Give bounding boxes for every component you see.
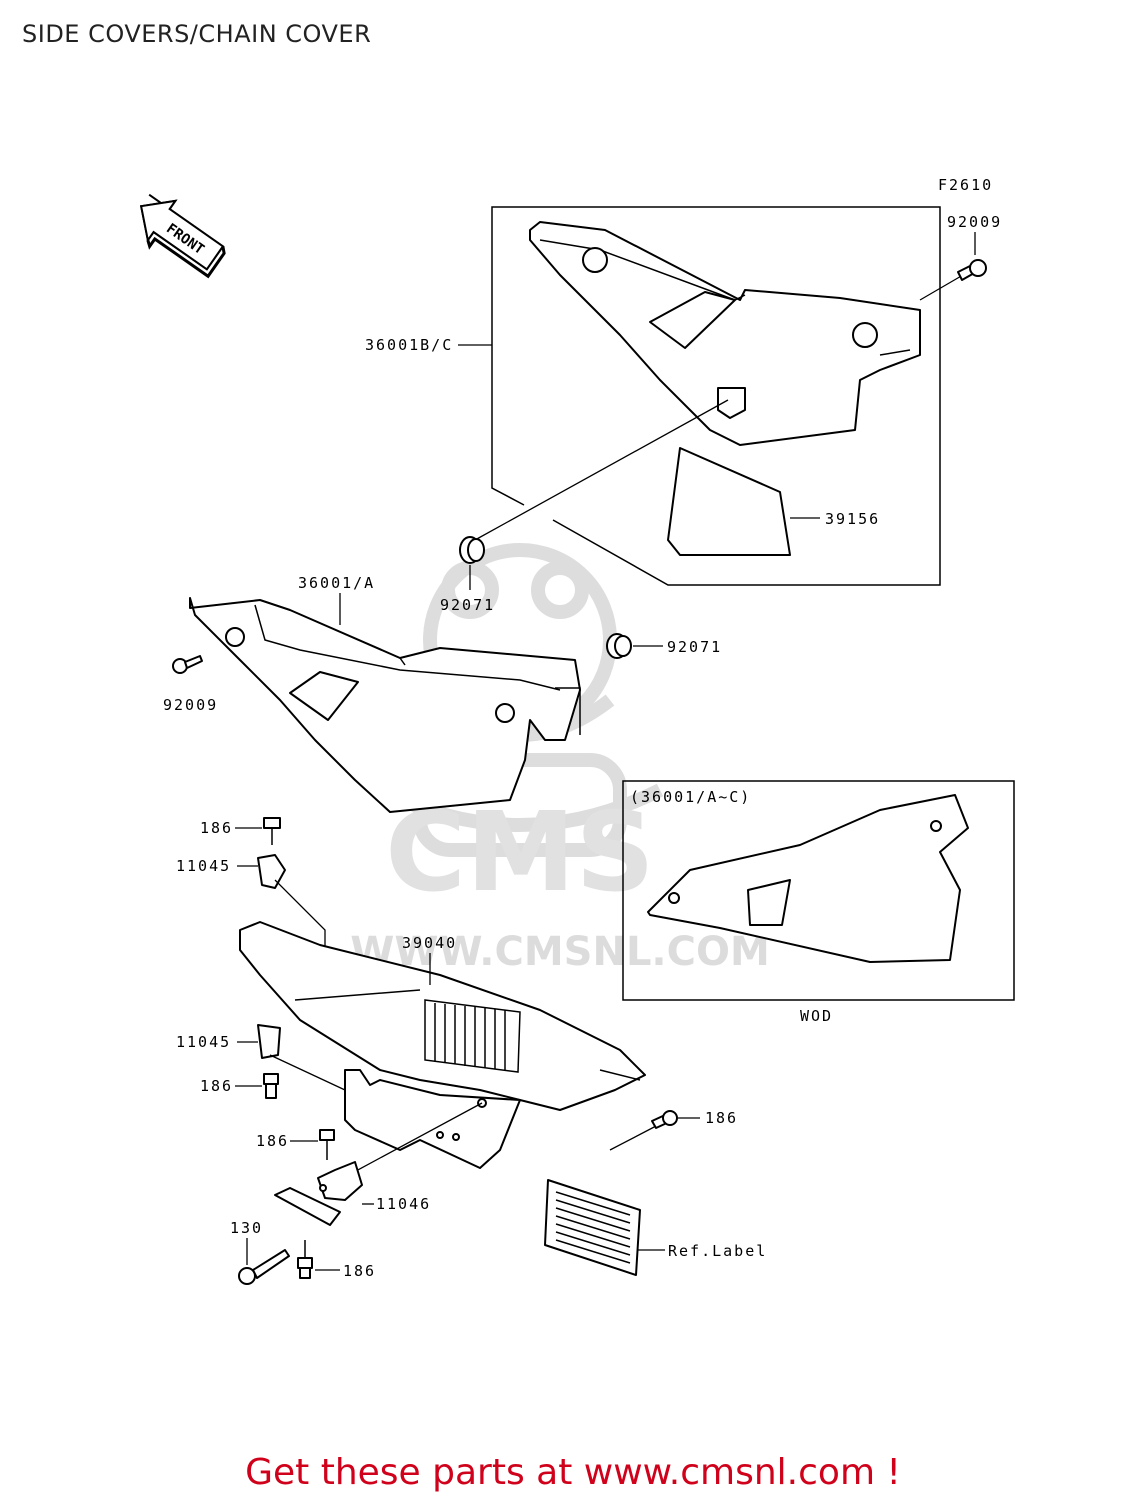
label-130: 130 — [230, 1219, 263, 1237]
label-92071-b: 92071 — [667, 638, 722, 656]
bolt-130 — [238, 1249, 290, 1285]
label-11045-b: 11045 — [176, 1033, 231, 1051]
side-cover-36001a — [189, 597, 581, 813]
label-186-a: 186 — [200, 819, 233, 837]
screw-92009-top — [919, 259, 987, 301]
screw-92009-left — [172, 655, 203, 674]
cta-link[interactable]: Get these parts at www.cmsnl.com ! — [245, 1452, 901, 1493]
parts-diagram: CMS WWW.CMSNL.COM F2610 FRONT 92009 3600… — [139, 176, 1015, 1285]
bolt-186-d — [319, 1129, 335, 1160]
inset-box — [622, 780, 1015, 1001]
side-cover-36001bc — [529, 221, 921, 446]
front-arrow-icon: FRONT — [139, 193, 226, 279]
inset-caption: WOD — [800, 1007, 833, 1025]
assembly-box-36001bc — [491, 206, 941, 586]
label-39156: 39156 — [825, 510, 880, 528]
diagram-code: F2610 — [938, 176, 993, 194]
label-92009-top: 92009 — [947, 213, 1002, 231]
bolt-186-a — [263, 817, 281, 845]
label-39040: 39040 — [402, 934, 457, 952]
ref-label-part — [544, 1179, 641, 1276]
bolt-186-c — [609, 1110, 678, 1151]
inset-side-cover — [647, 794, 969, 963]
label-92009-left: 92009 — [163, 696, 218, 714]
label-186-d: 186 — [256, 1132, 289, 1150]
grommet-92071-a — [459, 536, 485, 564]
bolt-186-e — [297, 1240, 313, 1279]
label-186-b: 186 — [200, 1077, 233, 1095]
grommet-92071-b — [606, 633, 632, 659]
label-11046: 11046 — [376, 1195, 431, 1213]
label-186-e: 186 — [343, 1262, 376, 1280]
label-186-c: 186 — [705, 1109, 738, 1127]
label-11045-a: 11045 — [176, 857, 231, 875]
pad-39156 — [667, 447, 791, 556]
page-title: SIDE COVERS/CHAIN COVER — [22, 20, 372, 48]
chain-cover-39040 — [239, 921, 646, 1169]
watermark-url: WWW.CMSNL.COM — [350, 929, 770, 975]
label-36001a: 36001/A — [298, 574, 375, 592]
clip-11045-b — [257, 1024, 281, 1059]
label-36001bc: 36001B/C — [365, 336, 453, 354]
bracket-11046 — [274, 1161, 363, 1226]
bolt-186-b — [263, 1073, 279, 1099]
watermark-brand: CMS — [385, 788, 654, 916]
clip-11045-a — [257, 854, 286, 889]
inset-title: (36001/A~C) — [630, 788, 751, 806]
label-ref-label: Ref.Label — [668, 1242, 767, 1260]
label-92071-a: 92071 — [440, 596, 495, 614]
